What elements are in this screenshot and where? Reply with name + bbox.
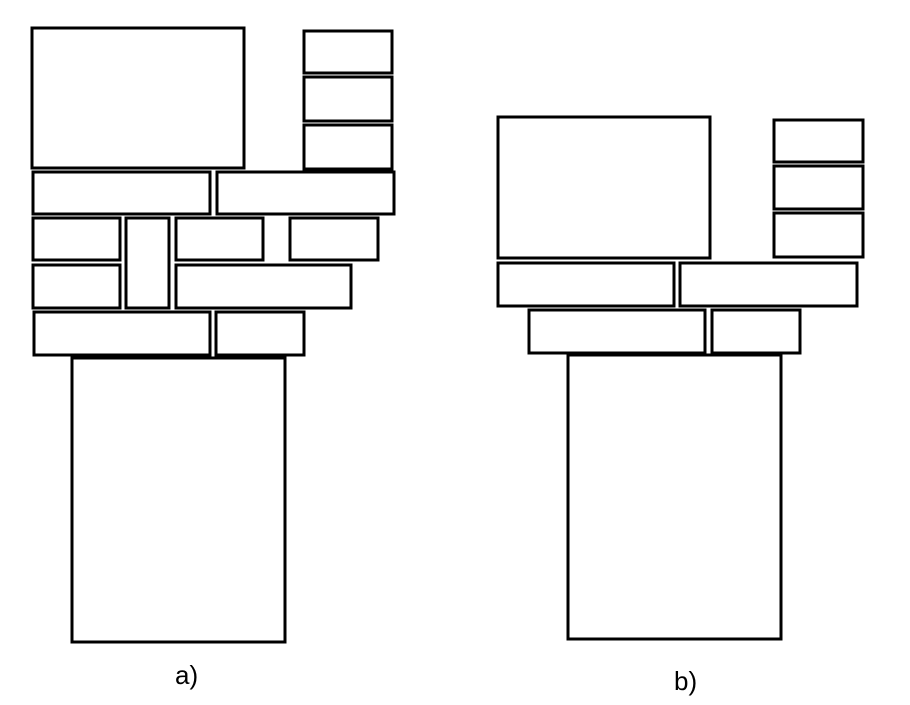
short-block	[31, 216, 122, 262]
wide-block	[527, 308, 707, 355]
small-block	[772, 211, 865, 259]
panel-b-blocks	[496, 115, 865, 641]
large-block	[496, 115, 712, 260]
upright-block	[124, 216, 171, 310]
wide-block	[31, 170, 212, 216]
panel-b-label: b)	[674, 666, 698, 696]
panel-a-label: a)	[175, 660, 199, 690]
short-block	[710, 308, 802, 355]
short-block	[31, 263, 122, 310]
wide-block	[32, 310, 212, 357]
small-block	[772, 118, 865, 164]
small-block	[772, 164, 865, 211]
base-block	[70, 356, 287, 644]
wide-block	[215, 170, 396, 216]
panel-a-blocks	[30, 26, 396, 644]
wide-block	[678, 261, 859, 308]
wide-block	[174, 263, 353, 310]
wide-block	[496, 261, 676, 308]
small-block	[302, 123, 394, 171]
short-block	[288, 216, 380, 262]
large-block	[30, 26, 246, 170]
small-block	[302, 75, 394, 123]
small-block	[302, 29, 394, 75]
short-block	[214, 310, 306, 357]
short-block	[174, 216, 265, 262]
base-block	[566, 353, 783, 641]
